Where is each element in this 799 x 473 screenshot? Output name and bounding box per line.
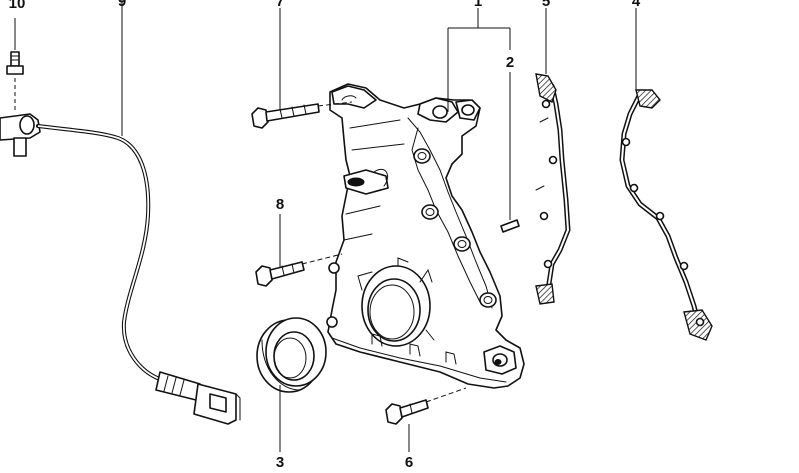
dowel-pin-part-2 bbox=[500, 219, 520, 233]
callout-labels: 10 9 7 1 5 4 2 8 3 6 bbox=[9, 0, 641, 471]
timing-cover-part-1 bbox=[326, 83, 525, 389]
callout-4: 4 bbox=[632, 0, 641, 10]
leader-lines bbox=[14, 0, 637, 452]
callout-3: 3 bbox=[276, 454, 284, 471]
bolt-part-6 bbox=[385, 399, 429, 425]
callout-2: 2 bbox=[506, 54, 514, 71]
callout-6: 6 bbox=[405, 454, 413, 471]
bolt-part-10 bbox=[6, 51, 24, 75]
sensor-cable-part-9 bbox=[0, 113, 241, 425]
gasket-part-4 bbox=[619, 89, 713, 341]
callout-5: 5 bbox=[542, 0, 550, 10]
callout-7: 7 bbox=[276, 0, 284, 10]
callout-9: 9 bbox=[118, 0, 126, 10]
bolt-part-7 bbox=[251, 103, 320, 129]
seal-ring-part-3 bbox=[256, 317, 327, 393]
callout-10: 10 bbox=[9, 0, 26, 12]
gasket-part-5 bbox=[535, 73, 571, 305]
bolt-part-8 bbox=[255, 261, 305, 287]
callout-8: 8 bbox=[276, 196, 284, 213]
callout-1: 1 bbox=[474, 0, 482, 10]
